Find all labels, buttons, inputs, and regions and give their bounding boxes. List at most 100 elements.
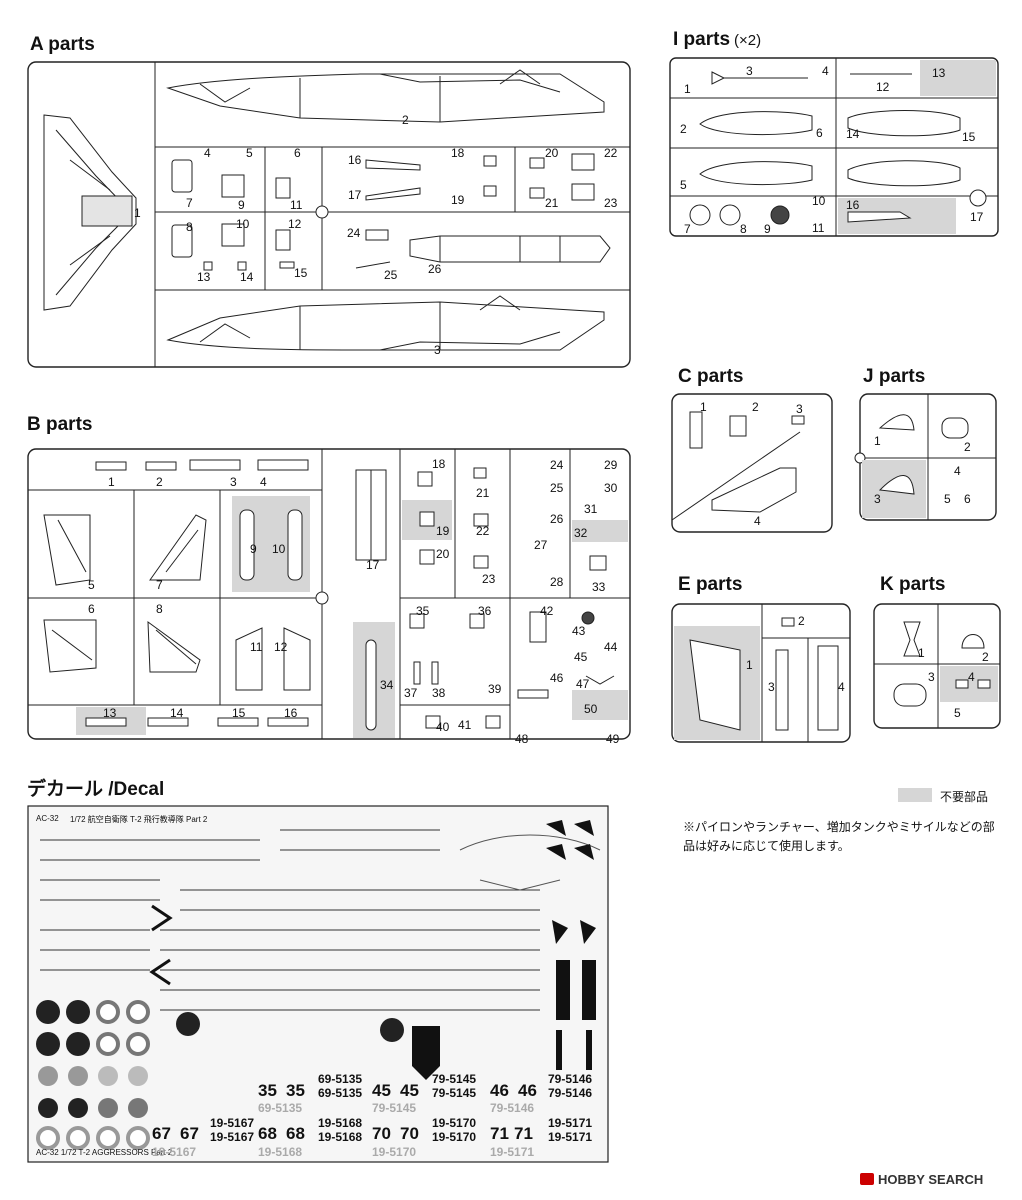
part-number: 7 [156,578,163,592]
part-number: 1 [684,82,691,96]
section-title-i: I parts(×2) [673,29,762,50]
decal-serial: 79-5145 [432,1072,477,1086]
decal-big-number: 67 [180,1124,199,1143]
part-number: 12 [288,217,302,231]
part-number: 10 [812,194,826,208]
section-title-e: E parts [678,574,743,595]
part-number: 1 [700,400,707,414]
part-number: 2 [964,440,971,454]
parts-b-drawings [43,459,615,731]
decal-serial: 69-5135 [318,1072,363,1086]
decal-big-number: 46 [490,1081,509,1100]
part-number: 17 [348,188,362,202]
part-number: 21 [545,196,559,210]
decal-big-number: 35 [286,1081,305,1100]
parts-i-drawings [689,71,987,226]
part-number: 45 [574,650,588,664]
part-number: 28 [550,575,564,589]
part-number: 46 [550,671,564,685]
part-number: 16 [284,706,298,720]
unused-parts-label: 不要部品 [940,790,989,804]
part-number: 2 [156,475,163,489]
part-number: 1 [746,658,753,672]
part-number: 44 [604,640,618,654]
part-number: 6 [964,492,971,506]
part-number: 7 [186,196,193,210]
part-number: 20 [545,146,559,160]
part-number: 15 [962,130,976,144]
part-number: 11 [812,221,825,235]
decal-header-code: AC-32 [36,814,59,823]
part-number: 24 [550,458,564,472]
decal-serial: 19-5168 [318,1116,363,1130]
part-number: 35 [416,604,430,618]
part-number: 1 [108,475,115,489]
part-number: 4 [260,475,267,489]
part-number: 40 [436,720,450,734]
part-number: 22 [604,146,618,160]
part-number: 4 [954,464,961,478]
decal-sheet [27,805,609,1163]
part-number: 12 [876,80,890,94]
part-number: 8 [156,602,163,616]
part-number: 21 [476,486,490,500]
part-a-fuselage-left [166,69,605,123]
part-number: 8 [186,220,193,234]
part-number: 10 [236,217,250,231]
part-number: 38 [432,686,446,700]
part-number: 29 [604,458,618,472]
decal-serial: 19-5171 [548,1130,593,1144]
part-number: 5 [944,492,951,506]
part-number: 30 [604,481,618,495]
decal-serial: 19-5167 [210,1130,255,1144]
part-number: 3 [746,64,753,78]
decal-big-number: 68 [286,1124,305,1143]
part-number: 15 [232,706,246,720]
unused-parts-swatch [898,788,932,802]
part-number: 2 [982,650,989,664]
part-number: 14 [846,127,860,141]
part-number: 49 [606,732,620,746]
part-number: 10 [272,542,286,556]
section-title-decal: デカール /Decal [27,779,165,800]
part-number: 48 [515,732,529,746]
watermark-logo-icon [860,1173,874,1185]
part-number: 4 [838,680,845,694]
part-number: 6 [816,126,823,140]
part-number: 34 [380,678,394,692]
part-number: 5 [88,578,95,592]
part-number: 23 [482,572,496,586]
part-number: 18 [432,457,446,471]
part-number: 26 [550,512,564,526]
section-title-b: B parts [27,414,93,435]
part-number: 5 [246,146,253,160]
decal-serial-gray: 19-5171 [490,1145,535,1159]
part-number: 20 [436,547,450,561]
part-number: 47 [576,677,590,691]
decal-serial: 79-5145 [432,1086,477,1100]
part-number: 17 [366,558,380,572]
part-number: 4 [822,64,829,78]
part-number: 17 [970,210,984,224]
decal-big-number: 45 [372,1081,391,1100]
decal-big-number: 71 [514,1124,533,1143]
part-number: 19 [436,524,450,538]
decal-serial-gray: 69-5135 [258,1101,303,1115]
section-title-c: C parts [678,366,744,387]
section-title-a: A parts [30,34,95,55]
decal-big-number: 68 [258,1124,277,1143]
part-number: 39 [488,682,502,696]
part-number: 2 [798,614,805,628]
part-number: 6 [294,146,301,160]
decal-serial: 19-5171 [548,1116,593,1130]
usage-note: ※パイロンやランチャー、増加タンクやミサイルなどの部品は好みに応じて使用します。 [683,820,995,853]
part-number: 9 [238,198,245,212]
section-title-j: J parts [863,366,926,387]
part-number: 26 [428,262,442,276]
part-number: 13 [103,706,117,720]
part-number: 50 [584,702,598,716]
part-number: 25 [384,268,398,282]
part-number: 23 [604,196,618,210]
parts-e-drawings [689,617,839,731]
